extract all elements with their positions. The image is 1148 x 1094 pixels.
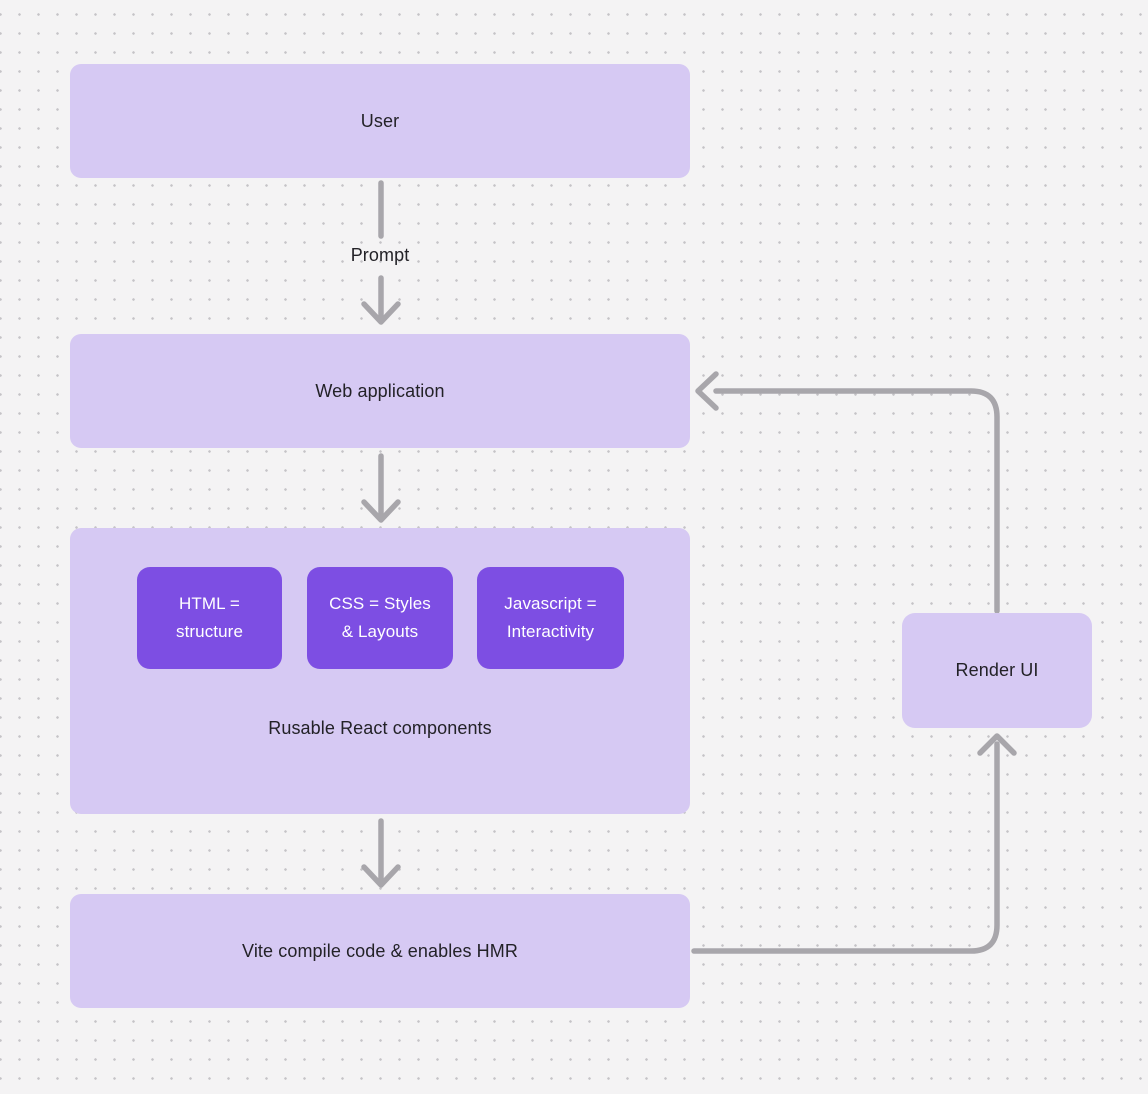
edge-renderui-to-webapp[interactable] xyxy=(695,371,1000,614)
chip-javascript-label: Javascript = Interactivity xyxy=(504,594,597,641)
edge-vite-to-renderui[interactable] xyxy=(691,733,1017,954)
node-user-label: User xyxy=(360,110,400,131)
node-render-ui-label: Render UI xyxy=(955,660,1039,680)
chip-css-label: CSS = Styles & Layouts xyxy=(329,594,431,641)
chip-css[interactable]: CSS = Styles & Layouts xyxy=(307,567,453,669)
node-user[interactable]: User xyxy=(70,64,690,178)
node-web-application[interactable]: Web application xyxy=(70,334,690,448)
chip-html[interactable]: HTML = structure xyxy=(137,567,282,669)
edge-components-to-vite[interactable] xyxy=(361,818,401,888)
chip-javascript[interactable]: Javascript = Interactivity xyxy=(477,567,624,669)
node-components-group[interactable]: HTML = structure CSS = Styles & Layouts … xyxy=(70,528,690,814)
prompt-edge-label: Prompt xyxy=(350,245,410,265)
edge-user-to-webapp[interactable] xyxy=(361,180,401,325)
node-vite-label: Vite compile code & enables HMR xyxy=(242,940,518,961)
components-group-caption: Rusable React components xyxy=(268,718,492,738)
chip-html-label: HTML = structure xyxy=(175,594,244,641)
node-vite[interactable]: Vite compile code & enables HMR xyxy=(70,894,690,1008)
edge-webapp-to-components[interactable] xyxy=(361,453,401,523)
node-render-ui[interactable]: Render UI xyxy=(902,613,1092,728)
node-web-application-label: Web application xyxy=(315,380,445,401)
